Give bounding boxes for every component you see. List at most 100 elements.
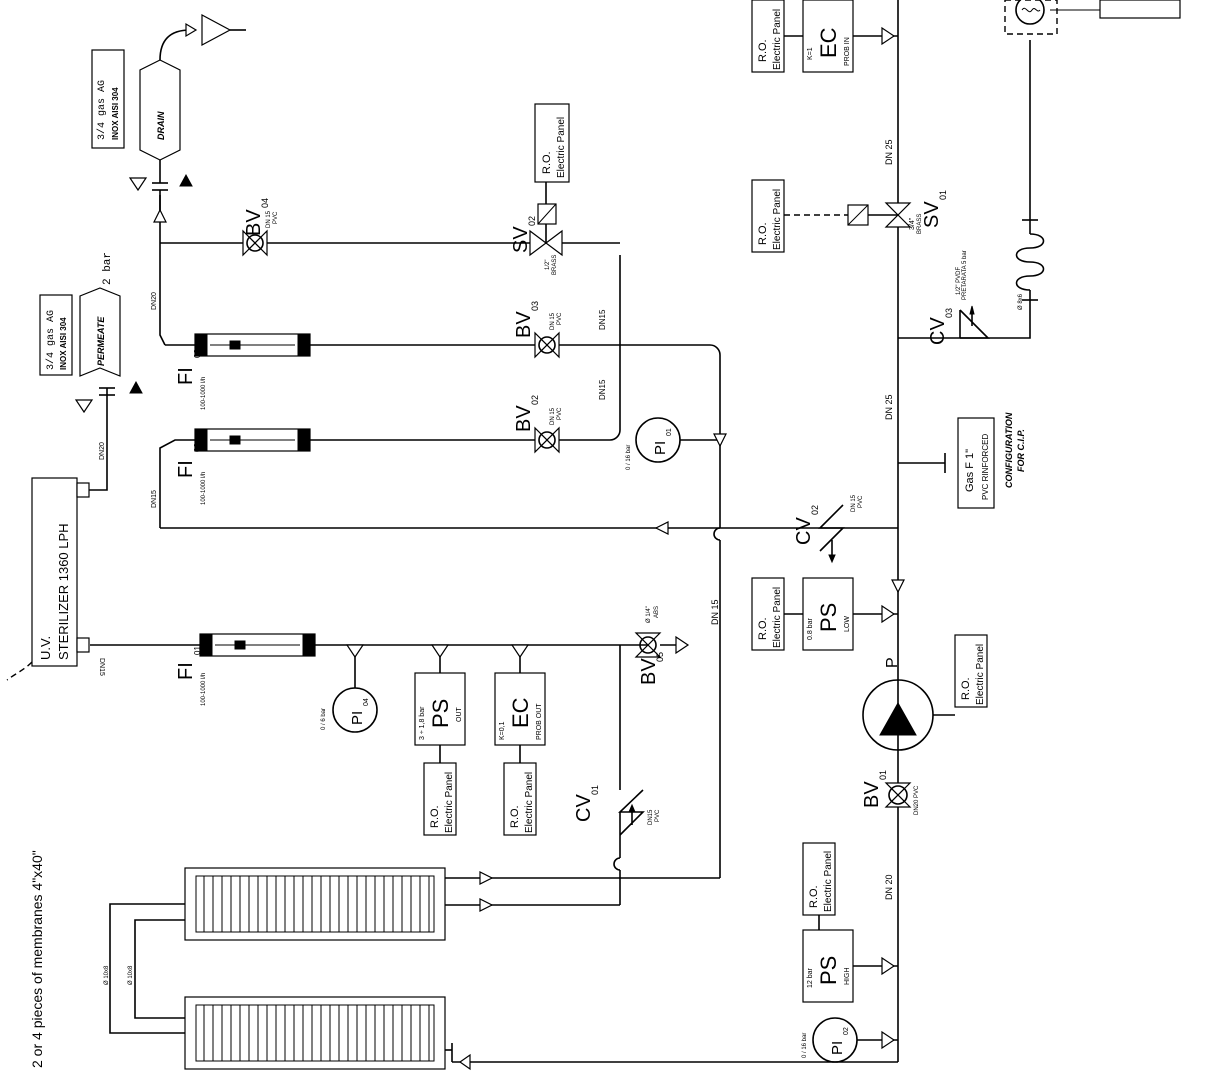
ps_low-set-label: 0.8 bar — [807, 618, 814, 640]
drain-label-label: DRAIN — [156, 111, 166, 140]
ec_out-tag-label: EC — [508, 697, 533, 728]
fi02-sub-label: 02 — [193, 443, 202, 452]
pump-p: R.O. Electric Panel P — [862, 634, 988, 751]
ps_out-tag-label: PS — [428, 699, 453, 728]
pi01-range-label: 0 / 16 bar — [626, 445, 632, 470]
panel-line2-label: Electric Panel — [772, 189, 783, 250]
panel-line2-label: Electric Panel — [772, 587, 783, 648]
sv01-spec2-label: BRASS — [917, 214, 923, 234]
panel-line1-label: R.O. — [757, 222, 769, 245]
ec_out-mode-label: PROB OUT — [536, 703, 543, 740]
permeate-conn1-label: 3/4 gas AG — [45, 310, 57, 370]
bv04-spec1-label: DN 15 — [266, 210, 272, 228]
bv04-spec2-label: PVC — [273, 211, 279, 224]
cip-note2-label: FOR C.I.P. — [1016, 429, 1026, 472]
permeate-outlet: PERMEATE 2 bar 3/4 gas AG INOX AISI 304 — [39, 252, 143, 415]
sv01-spec1-label: 3/4" — [909, 217, 916, 230]
uv-line2-label: STERILIZER 1360 LPH — [56, 523, 71, 660]
pi01-tag-label: PI — [652, 441, 669, 455]
panel-line1-label: R.O. — [960, 677, 972, 700]
check-valve-cv02: CV 02 DN 15 PVC — [160, 494, 864, 564]
ps_low-tag-label: PS — [816, 603, 841, 632]
fi01-range-label: 100-1000 l/h — [201, 673, 207, 706]
pipe-label: DN 20 — [884, 874, 894, 900]
check-valve-cv03: CV 03 1/2" PVDF PRETARATA 5 bar Ø 8x6 — [927, 40, 1045, 345]
ball-valve-bv02: BV 02 DN 15 PVC — [513, 395, 563, 454]
sv01-sub-label: 01 — [938, 190, 948, 200]
uv-lamp-partial — [1004, 0, 1181, 35]
pipes-phi8-label: Ø 8x6 — [1018, 293, 1024, 310]
cv02-tag-label: CV — [793, 517, 815, 545]
fi03-sub-label: 03 — [193, 349, 202, 358]
pressure-indicator-pi04: PI 04 0 / 6 bar — [321, 687, 378, 733]
panel-line1-label: R.O. — [757, 39, 769, 62]
sv02-spec1-label: 1/2" — [545, 260, 551, 270]
ec_in-set-label: K=1 — [807, 47, 814, 60]
bv02-tag-label: BV — [513, 405, 535, 432]
cv01-spec2-label: PVC — [655, 809, 661, 822]
bv04-tag-label: BV — [243, 209, 265, 236]
panel-line1-label: R.O. — [541, 151, 553, 174]
fi01-tag-label: FI — [175, 662, 197, 680]
panel-line2-label: Electric Panel — [556, 117, 567, 178]
drain-conn1-label: 3/4 gas AG — [96, 80, 108, 140]
bv02-return — [609, 255, 621, 441]
pi02-tag-label: PI — [829, 1041, 846, 1055]
solenoid-valve-sv01: R.O. Electric Panel SV 01 3/4" BRASS — [751, 179, 948, 253]
sv01-tag-label: SV — [921, 201, 943, 228]
pipe-label: DN 25 — [884, 394, 894, 420]
ball-valve-bv01: BV 01 DN20 PVC — [861, 770, 920, 815]
cv01-tag-label: CV — [573, 794, 595, 822]
membranes-note: 2 or 4 pieces of membranes 4"x40" — [29, 850, 45, 1068]
fi03-tag-label: FI — [175, 367, 197, 385]
fi02-pipe-label: DN15 — [151, 490, 158, 508]
bv02-spec2-label: PVC — [557, 407, 563, 420]
pressure-switch-low: R.O. Electric Panel PS 0.8 bar LOW — [751, 577, 898, 651]
ec_out-set-label: K=0,1 — [499, 721, 506, 740]
ball-valve-bv04: BV 04 DN 15 PVC — [242, 198, 279, 257]
cv03-sub-label: 03 — [944, 308, 954, 318]
bv03-sub-label: 03 — [530, 301, 540, 311]
solenoid-valve-sv02: R.O. Electric Panel SV 02 1/2" BRASS — [510, 103, 570, 275]
permeate-line: FI 01 100-1000 l/h DN15 — [90, 633, 620, 706]
bv01-sub-label: 01 — [878, 770, 888, 780]
permeate-conn2-label: INOX AISI 304 — [59, 317, 68, 370]
pipes-dn15-label: DN 15 — [710, 599, 720, 625]
cip-conn1-label: Gas F 1" — [964, 449, 976, 492]
cip-connection: Gas F 1" PVC RINFORCED CONFIGURATION FOR… — [957, 412, 1026, 509]
ball-valve-bv05: BV 05 Ø 1/4" ABS — [620, 606, 690, 685]
ec-probe-out: EC K=0,1 PROB OUT R.O. Electric Panel — [494, 672, 546, 836]
panel-line2-label: Electric Panel — [975, 644, 986, 705]
cv01-spec1-label: DN15 — [648, 809, 654, 825]
flow-arrow — [458, 1053, 471, 1071]
ps_out-set-label: 3 ÷ 1,8 bar — [419, 706, 426, 740]
sv02-spec2-label: BRASS — [552, 255, 558, 275]
pipes-phi10-label: Ø 10x8 — [104, 965, 110, 985]
pi04-range-label: 0 / 6 bar — [321, 708, 327, 730]
ec_in-mode-label: PROB IN — [844, 37, 851, 66]
sv02-sub-label: 02 — [527, 216, 537, 226]
bv02-spec1-label: DN 15 — [550, 407, 556, 425]
bv01-spec-label: DN20 PVC — [914, 785, 920, 815]
panel-line1-label: R.O. — [509, 805, 521, 828]
bv05-spec1-label: Ø 1/4" — [646, 606, 652, 623]
bv02-sub-label: 02 — [530, 395, 540, 405]
fi02-range-label: 100-1000 l/h — [201, 472, 207, 505]
permeate-pressure-label: 2 bar — [102, 252, 114, 285]
fi02-tag-label: FI — [175, 460, 197, 478]
pipes-dn15b-label: DN15 — [598, 379, 607, 400]
pipe-label: DN 25 — [884, 139, 894, 165]
bv05-spec2-label: ABS — [654, 606, 660, 618]
bv04-sub-label: 04 — [260, 198, 270, 208]
drain-conn2-label: INOX AISI 304 — [111, 87, 120, 140]
flow-arrow — [891, 579, 905, 594]
cip-note1-label: CONFIGURATION — [1004, 412, 1014, 488]
cv03-spec2-label: PRETARATA 5 bar — [962, 250, 968, 300]
pi04-sub-label: 04 — [363, 698, 370, 706]
permeate-arrow — [79, 287, 121, 377]
pi04-tag-label: PI — [349, 711, 366, 725]
pressure-switch-high: R.O. Electric Panel PS 12 bar HIGH — [802, 842, 898, 1003]
pressure-indicator-pi02: PI 02 0 / 16 bar — [802, 1017, 898, 1063]
ec_in-tag-label: EC — [816, 27, 841, 58]
